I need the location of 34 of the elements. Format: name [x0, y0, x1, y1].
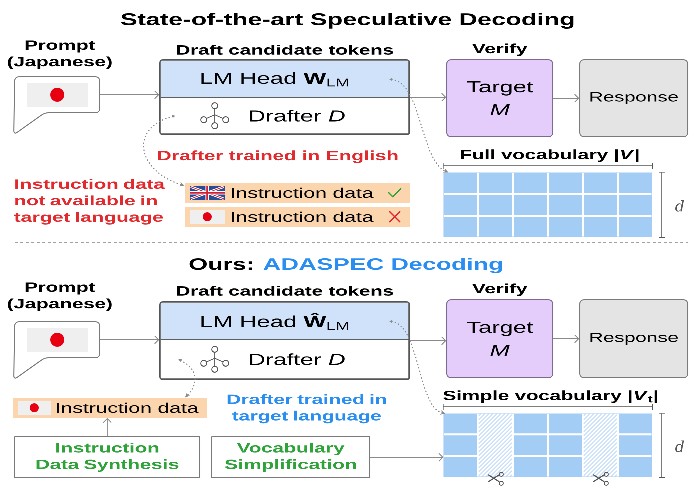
- heading: Verify: [472, 284, 528, 296]
- heading: Draft candidate tokens: [177, 286, 394, 296]
- annotation: Drafter trained in English: [158, 150, 398, 164]
- arrow: [410, 93, 446, 102]
- dimension-label: d: [676, 440, 684, 452]
- heading: Simple vocabulary |V$_{t}$|: [444, 390, 658, 404]
- arrow: [410, 336, 446, 346]
- model-box: Target M: [446, 60, 554, 138]
- heading: Prompt (Japanese): [8, 40, 112, 70]
- arrow: [100, 336, 160, 344]
- heading: Verify: [472, 44, 528, 56]
- section-title: Ours:: [190, 258, 252, 270]
- arrow: [553, 334, 580, 344]
- heading: Prompt (Japanese): [8, 282, 112, 312]
- method-box: Vocabulary Simplification: [212, 436, 370, 478]
- method-box: Instruction Data Synthesis: [14, 436, 200, 478]
- arrow: [103, 418, 112, 437]
- model-box: Target M: [446, 300, 554, 378]
- arrow: [553, 94, 580, 103]
- dimension-label: d: [676, 200, 684, 212]
- heading: Draft candidate tokens: [177, 45, 394, 55]
- output-box: Response: [580, 300, 688, 378]
- drafter-box: Drafter D: [160, 98, 410, 134]
- lm-head-box: LM Head W$_{LM}$: [160, 60, 410, 98]
- arrow: [100, 90, 160, 100]
- section-title: ADASPEC Decoding: [264, 258, 502, 274]
- annotation: Instruction data not available in target language: [14, 179, 166, 225]
- annotation: Drafter trained in target language: [228, 394, 386, 424]
- arrow: [370, 453, 444, 462]
- output-box: Response: [580, 60, 688, 138]
- lm-head-box: LM Head Ŵ$_{LM}$: [160, 302, 410, 340]
- heading: Full vocabulary |V|: [461, 150, 639, 162]
- drafter-box: Drafter D: [160, 340, 410, 380]
- title: State-of-the-art Speculative Decoding: [121, 13, 574, 29]
